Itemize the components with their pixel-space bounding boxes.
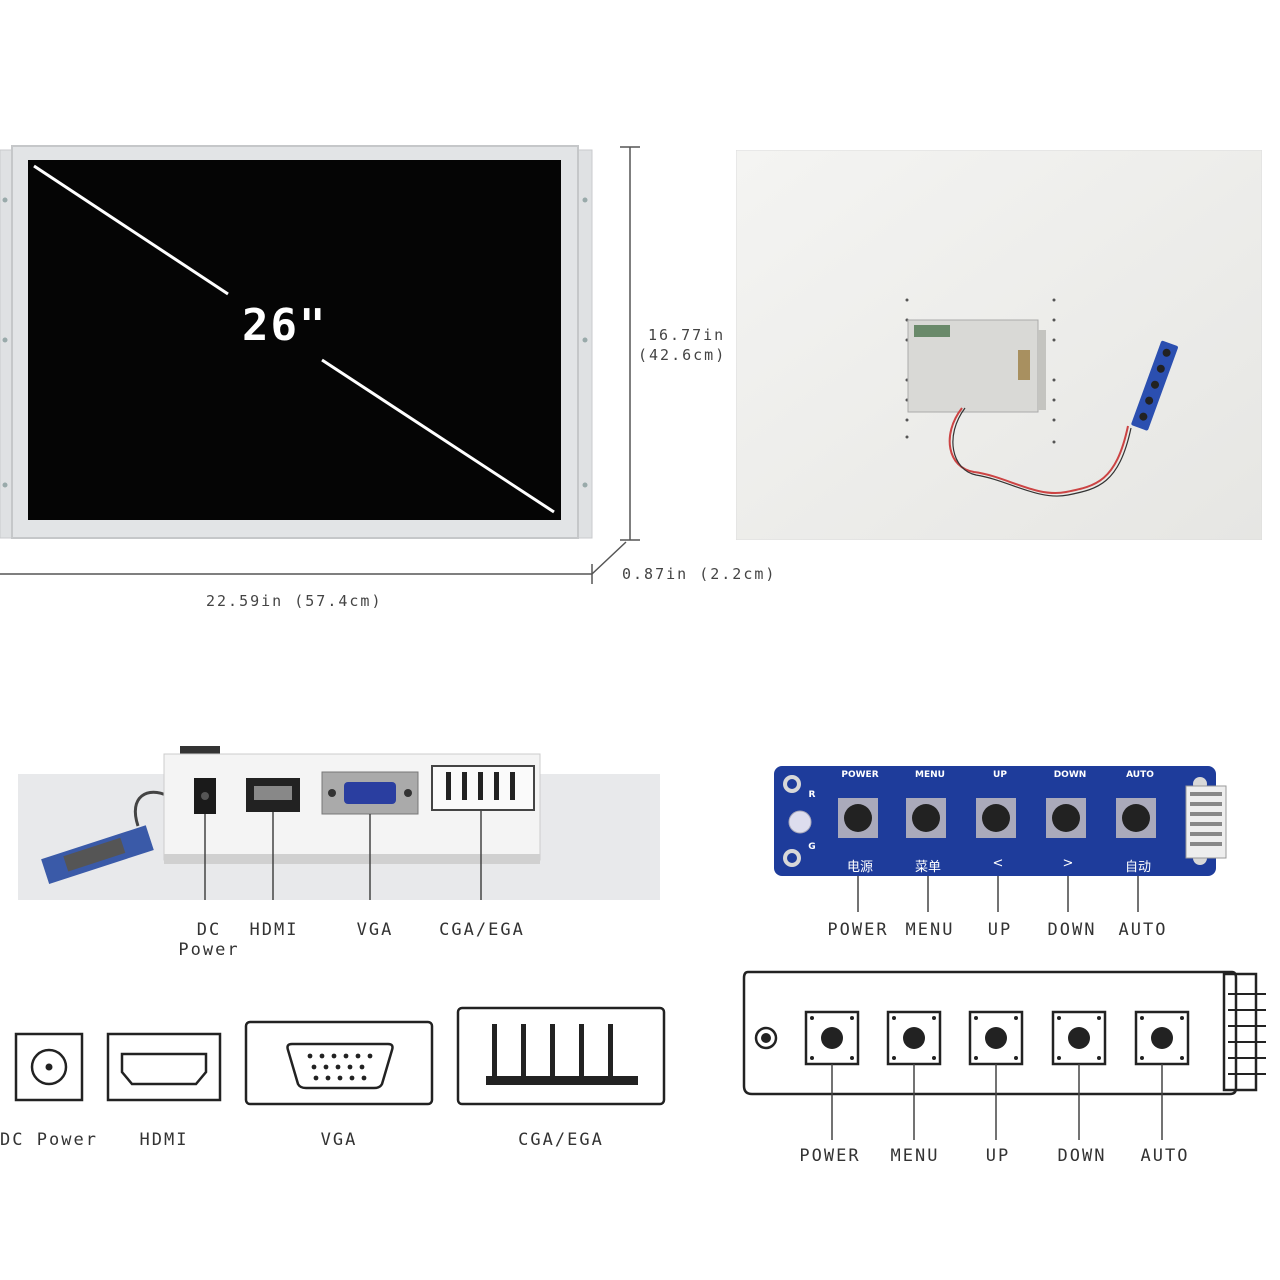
height-dimension-line [620,146,640,541]
label-dc: DC [196,920,222,940]
depth-dimension-line [592,541,627,575]
label-dc-power: Power [178,940,240,960]
pcb-label-up: UP [993,770,1007,780]
depth-label: 0.87in (2.2cm) [622,565,777,583]
port-icons-drawing [14,1006,666,1106]
height-label-in: 16.77in [648,326,726,344]
kp-label-up: UP [987,920,1013,940]
keypad-photo-leaders [857,876,1139,912]
monitor-front-drawing [0,145,593,584]
kp-label-power: POWER [827,920,889,940]
keypad-photo: POWER MENU UP DOWN AUTO R G 电源 菜单 < > 自动 [774,766,1228,878]
icon-kp-label-menu: MENU [890,1146,940,1166]
label-hdmi: HDMI [249,920,299,940]
icon-kp-label-power: POWER [799,1146,861,1166]
height-label-cm: (42.6cm) [638,346,727,364]
pcb-label-menu: MENU [915,770,945,780]
kp-label-menu: MENU [905,920,955,940]
front-view: 26" [0,140,640,610]
pcb-label-auto: AUTO [1126,770,1154,780]
kp-label-auto: AUTO [1118,920,1168,940]
pcb-mark-r: R [808,790,816,800]
icon-label-dc-power: DC Power [0,1130,98,1150]
icon-kp-label-auto: AUTO [1140,1146,1190,1166]
icon-label-cga-ega: CGA/EGA [518,1130,604,1150]
icon-label-vga: VGA [320,1130,358,1150]
screen-size-label: 26" [242,300,328,351]
keypad-pcb-drawing [774,766,1227,876]
monitor-back-drawing [736,150,1262,540]
width-label: 22.59in (57.4cm) [206,592,383,610]
icon-label-hdmi: HDMI [139,1130,189,1150]
back-view [736,150,1262,540]
pcb-zh-down: > [1062,856,1074,871]
icon-kp-label-up: UP [985,1146,1011,1166]
pcb-mark-g: G [808,842,816,852]
ports-photo [18,746,660,900]
ports-photo-drawing [18,746,660,900]
label-vga: VGA [356,920,394,940]
pcb-label-power: POWER [841,770,879,780]
kp-label-down: DOWN [1047,920,1097,940]
keypad-icon-drawing [742,970,1266,1140]
pcb-zh-auto: 自动 [1124,860,1152,875]
pcb-label-down: DOWN [1053,770,1087,780]
pcb-zh-power: 电源 [846,860,874,875]
label-cga-ega: CGA/EGA [439,920,525,940]
pcb-zh-menu: 菜单 [914,860,942,875]
icon-kp-label-down: DOWN [1057,1146,1107,1166]
pcb-zh-up: < [992,856,1004,871]
